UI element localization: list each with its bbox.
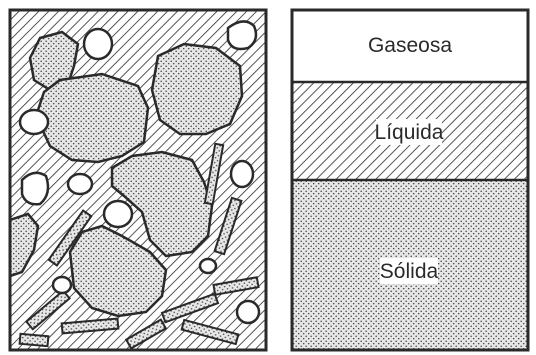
air-pore xyxy=(237,301,259,323)
air-pore xyxy=(68,174,92,194)
phase-layers-panel: Gaseosa Líquida Sólida xyxy=(292,10,528,350)
phase-label-solid: Sólida xyxy=(380,260,439,283)
air-pore xyxy=(104,201,132,227)
solid-particle xyxy=(152,44,242,134)
phase-label-liquid: Líquida xyxy=(375,121,444,144)
air-pore xyxy=(53,277,71,293)
air-pore xyxy=(228,21,256,49)
soil-structure-panel xyxy=(10,10,266,350)
air-pore xyxy=(231,161,253,187)
air-pore xyxy=(84,29,112,59)
air-pore xyxy=(200,259,216,273)
solid-particle xyxy=(36,74,148,162)
air-pore xyxy=(22,173,48,204)
solid-fragment xyxy=(20,334,49,346)
air-pore xyxy=(20,110,48,134)
phase-label-gas: Gaseosa xyxy=(368,34,452,57)
